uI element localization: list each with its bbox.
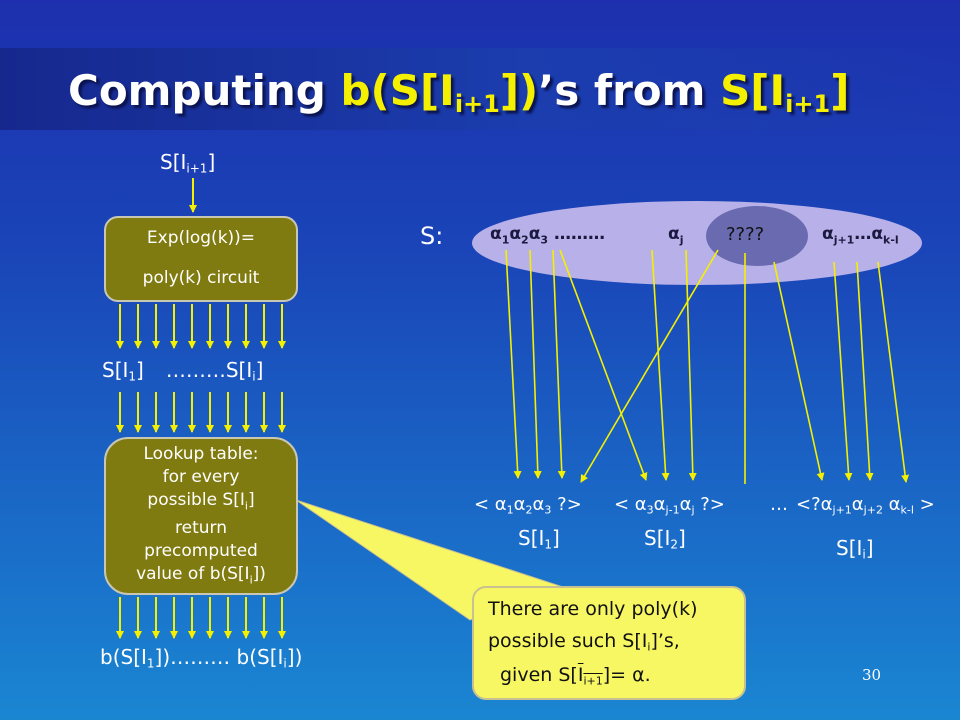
tuple-ellipsis: … — [770, 494, 788, 515]
ellipse-suffix-symbols: αj+1…αk-l — [822, 224, 899, 247]
lookup-line-2: for every — [162, 467, 240, 487]
ellipse-prefix-symbols: α1α2α3 ……… — [490, 224, 605, 247]
tuple-1: < α1α2α3 ?> — [474, 494, 582, 517]
circuit-line-2: poly(k) circuit — [142, 268, 260, 288]
middle-sets-label: S[I1]………S[Ii] — [102, 358, 264, 384]
lookup-table-box: Lookup table: for every possible S[Ii] r… — [104, 437, 298, 595]
title-mid: ’s from — [538, 66, 721, 115]
lookup-line-5: precomputed — [144, 541, 258, 562]
title-s-sub: i+1 — [785, 90, 831, 119]
tuple-2: < α3αj-1αj ?> — [614, 494, 725, 517]
input-set-label: S[Ii+1] — [160, 150, 216, 176]
page-number: 30 — [862, 666, 882, 684]
s-label: S: — [420, 222, 444, 250]
lookup-line-4: return — [175, 518, 227, 539]
set-1-label: S[I1] — [518, 526, 560, 552]
title-b-sub: i+1 — [454, 90, 500, 119]
string-s-ellipse — [472, 201, 922, 285]
title-b-open: b(S[I — [340, 66, 455, 115]
output-values-label: b(S[I1])……… b(S[Ii]) — [100, 645, 303, 671]
lookup-line-6: value of b(S[Ii]) — [136, 564, 266, 587]
circuit-line-1: Exp(log(k))= — [146, 228, 256, 248]
poly-circuit-box: Exp(log(k))= poly(k) circuit — [104, 216, 298, 302]
unknown-region — [706, 206, 808, 266]
set-i-label: S[Ii] — [836, 536, 874, 562]
callout-line-1: There are only poly(k) — [488, 598, 698, 620]
title-s-term: S[Ii+1] — [720, 66, 850, 119]
slide-title: Computing b(S[Ii+1])’s from S[Ii+1] — [68, 66, 850, 119]
title-b-term: b(S[Ii+1]) — [340, 66, 539, 119]
tuple-i: <?αj+1αj+2 αk-l > — [796, 494, 935, 517]
ellipse-alpha-j: αj — [668, 224, 684, 247]
set-2-label: S[I2] — [644, 526, 686, 552]
lookup-input-arrows — [116, 392, 286, 433]
lookup-line-1: Lookup table: — [143, 444, 259, 464]
lookup-output-arrows — [116, 597, 286, 639]
title-prefix: Computing — [68, 66, 341, 115]
title-b-close: ]) — [499, 66, 539, 115]
callout-line-2: possible such S[Ii]’s, — [488, 630, 680, 654]
unknown-symbols: ???? — [726, 224, 765, 245]
title-banner — [0, 48, 960, 130]
note-callout: There are only poly(k) possible such S[I… — [472, 586, 746, 700]
callout-line-3: given S[Ii+1]= α. — [500, 664, 651, 688]
circuit-output-arrows — [116, 304, 286, 349]
mapping-lines — [505, 249, 910, 484]
lookup-line-3: possible S[Ii] — [147, 490, 255, 513]
title-s-open: S[I — [720, 66, 786, 115]
title-s-close: ] — [830, 66, 850, 115]
